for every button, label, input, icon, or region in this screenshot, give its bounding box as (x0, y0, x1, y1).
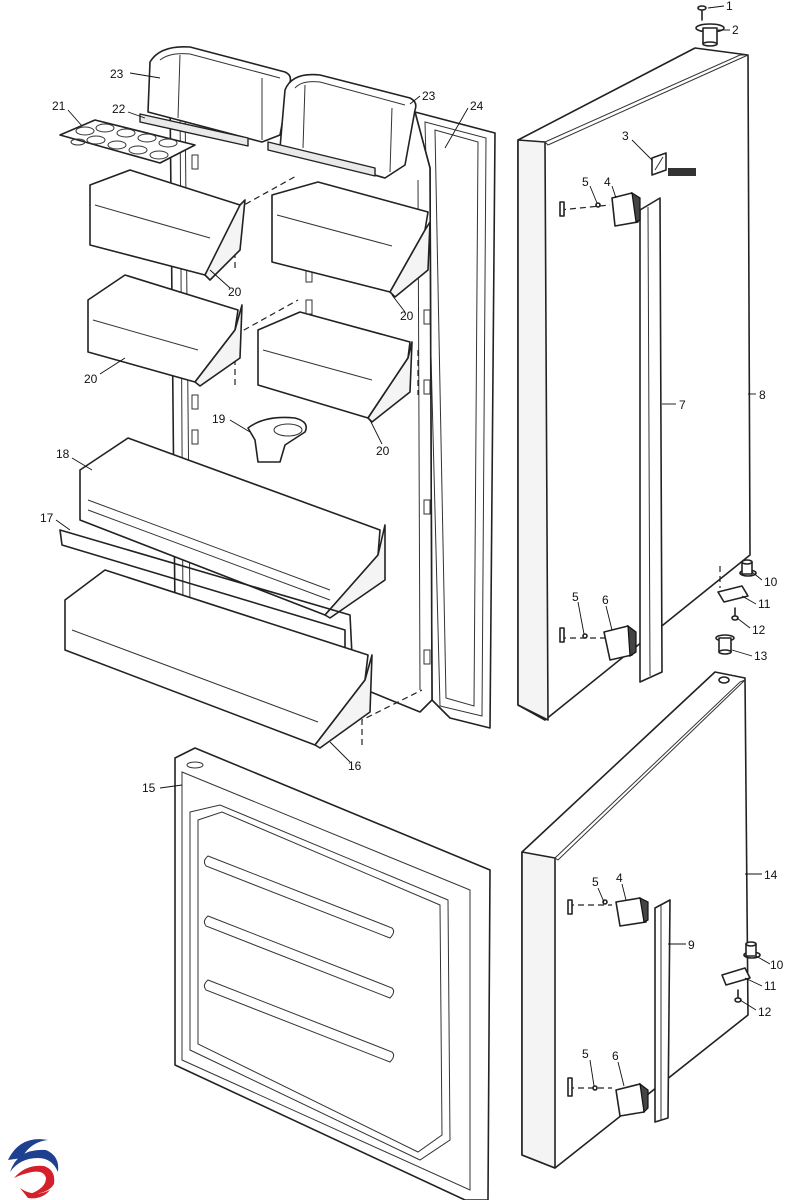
callout-14: 14 (764, 868, 778, 882)
callout-5-lower: 5 (572, 590, 579, 604)
freezer-handle-cap-top (615, 896, 649, 927)
door-shelf-mid-left (87, 274, 243, 387)
handle-cap-bottom (603, 624, 637, 661)
callout-20-b: 20 (400, 309, 414, 323)
door-shelf-upper-left (89, 169, 246, 281)
brand-badge (651, 152, 696, 176)
callout-11-freezer: 11 (764, 979, 777, 993)
freezer-hinge-plate (721, 967, 751, 986)
callout-18: 18 (56, 447, 70, 461)
freezer-hinge-pin (743, 941, 761, 959)
callout-12-freezer: 12 (758, 1005, 772, 1019)
door-bin-large-lower (64, 569, 373, 749)
egg-cups (70, 123, 178, 160)
handle-cap-top (611, 191, 641, 227)
callout-15: 15 (142, 781, 156, 795)
freezer-screw-bottom (567, 1077, 612, 1097)
callout-2: 2 (732, 23, 739, 37)
callout-10-upper: 10 (764, 575, 778, 589)
callout-23-left: 23 (110, 67, 124, 81)
freezer-liner-ribs (203, 855, 395, 1063)
callout-8: 8 (759, 388, 766, 402)
top-hinge-bushing (695, 23, 725, 47)
callout-4-freezer: 4 (616, 871, 623, 885)
callout-9: 9 (688, 938, 695, 952)
top-hinge-pin (697, 5, 707, 21)
callout-5-freezer-bottom: 5 (582, 1047, 589, 1061)
door-shelf-mid-right (257, 311, 413, 423)
freezer-screw-top (567, 899, 612, 915)
callout-19: 19 (212, 412, 226, 426)
freezer-door-liner (174, 747, 491, 1200)
callout-20-a: 20 (228, 285, 242, 299)
hinge-screw-upper (731, 607, 739, 621)
callout-3: 3 (622, 129, 629, 143)
dairy-cover-right (267, 73, 417, 179)
callout-4-upper: 4 (604, 175, 611, 189)
callout-23-right: 23 (422, 89, 436, 103)
callout-20-c: 20 (84, 372, 98, 386)
callout-12-upper: 12 (752, 623, 766, 637)
freezer-handle-cap-bottom (615, 1082, 649, 1117)
egg-tray (59, 119, 196, 164)
callout-7: 7 (679, 398, 686, 412)
fridge-door-outer (517, 47, 751, 721)
hinge-pin-upper (739, 559, 757, 577)
liner-slots (191, 154, 431, 665)
callout-16: 16 (348, 759, 362, 773)
callout-21: 21 (52, 99, 66, 113)
callout-17: 17 (40, 511, 54, 525)
leader-lines (55, 5, 771, 1087)
callout-13: 13 (754, 649, 768, 663)
dairy-cover-left (139, 45, 292, 147)
hinge-bushing-middle (715, 634, 735, 655)
callout-11-upper: 11 (758, 597, 771, 611)
callout-24: 24 (470, 99, 484, 113)
screw-bottom (559, 627, 605, 643)
callout-6-lower: 6 (602, 593, 609, 607)
callout-5-freezer-top: 5 (592, 875, 599, 889)
door-shelf-upper-right (271, 181, 431, 298)
bottle-clip (247, 416, 308, 463)
callout-22: 22 (112, 102, 126, 116)
callout-5-upper: 5 (582, 175, 589, 189)
hinge-plate-upper (717, 585, 749, 603)
swirl-logo-icon (2, 1138, 62, 1199)
screw-top (559, 201, 611, 217)
freezer-hinge-screw (734, 989, 742, 1003)
callout-20-d: 20 (376, 444, 390, 458)
callouts: 1 2 3 4 5 7 8 5 6 10 11 12 13 14 5 4 9 1… (40, 0, 784, 1063)
callout-6-freezer: 6 (612, 1049, 619, 1063)
callout-10-freezer: 10 (770, 958, 784, 972)
callout-1: 1 (726, 0, 733, 13)
